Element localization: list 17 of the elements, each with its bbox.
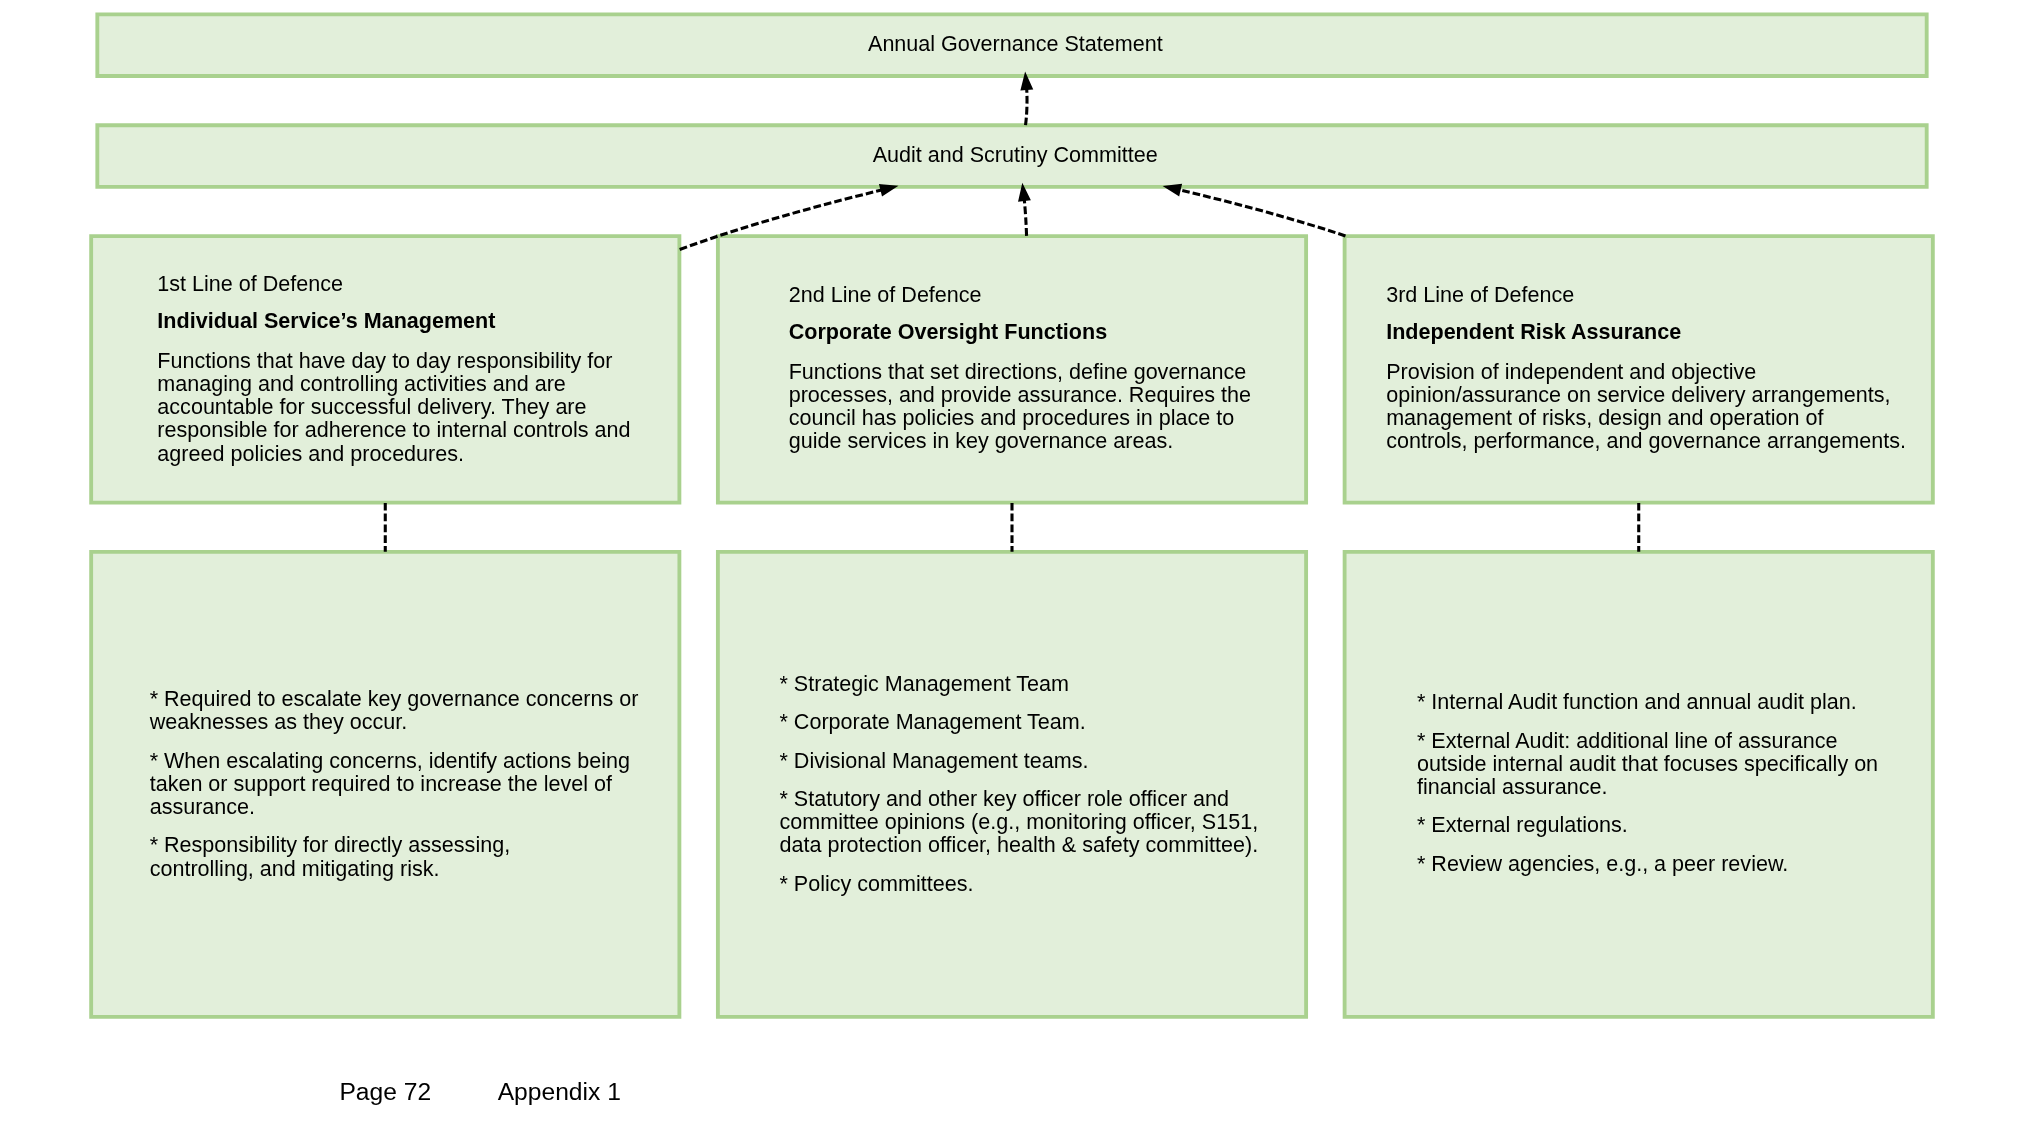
arrow [679, 183, 899, 251]
connector [1637, 502, 1641, 552]
label: Appendix 1 [497, 1077, 621, 1105]
node-box: Audit and Scrutiny Committee [95, 123, 1929, 189]
node-box: 1st Line of Defence Individual Service’s Management Functions that have day to day responsibility for managing and controlling activities and are accountable for successful delivery. They are responsible for adherence to internal controls and agreed policies and procedures. [89, 234, 682, 505]
arrow [1018, 182, 1031, 236]
node-box: Annual Governance Statement [95, 12, 1929, 78]
node-box: 3rd Line of Defence Independent Risk Assurance Provision of independent and objective opinion/assurance on service delivery arrangements, management of risks, design and operation of controls, performance, and governance arrangements. [1342, 234, 1935, 505]
node-box: * Required to escalate key governance concerns or weaknesses as they occur. * When escalating concerns, identify actions being taken or support required to increase the level of assurance. * Responsibility for directly assessing, controlling, and mitigating risk. [89, 549, 682, 1019]
connector [1010, 502, 1014, 552]
label: Page 72 [339, 1077, 432, 1105]
node-box: * Internal Audit function and annual audit plan. * External Audit: additional line of assurance outside internal audit that focuses specifically on financial assurance. * External regulations. * Review agencies, e.g., a peer review. [1342, 549, 1935, 1019]
connector [383, 502, 387, 552]
node-box: 2nd Line of Defence Corporate Oversight Functions Functions that set directions, define governance processes, and provide assurance. Requires the council has policies and procedures in place to guide services in key governance areas. [715, 234, 1309, 505]
arrow [1162, 183, 1346, 238]
arrow [1020, 71, 1034, 126]
node-box: * Strategic Management Team * Corporate Management Team. * Divisional Management teams. * Statutory and other key officer role officer and committee opinions (e.g., monitoring officer, S151, data protection officer, health & safety committee). * Policy committees. [715, 549, 1309, 1019]
